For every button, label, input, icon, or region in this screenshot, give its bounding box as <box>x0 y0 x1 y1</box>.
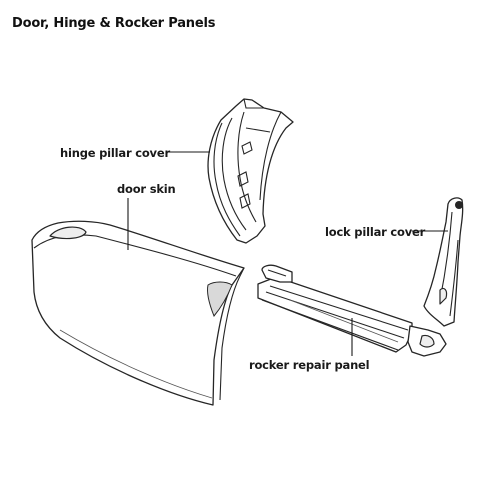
rocker-repair-panel-part <box>257 264 447 357</box>
label-lock-pillar-cover: lock pillar cover <box>325 225 426 239</box>
door-skin-part <box>31 220 245 406</box>
lock-pillar-cover-part <box>423 197 464 327</box>
diagram-title: Door, Hinge & Rocker Panels <box>12 16 216 31</box>
label-door-skin: door skin <box>117 182 176 196</box>
label-rocker-repair-panel: rocker repair panel <box>249 358 370 372</box>
label-hinge-pillar-cover: hinge pillar cover <box>60 146 170 160</box>
hinge-pillar-cover-part <box>207 98 294 244</box>
